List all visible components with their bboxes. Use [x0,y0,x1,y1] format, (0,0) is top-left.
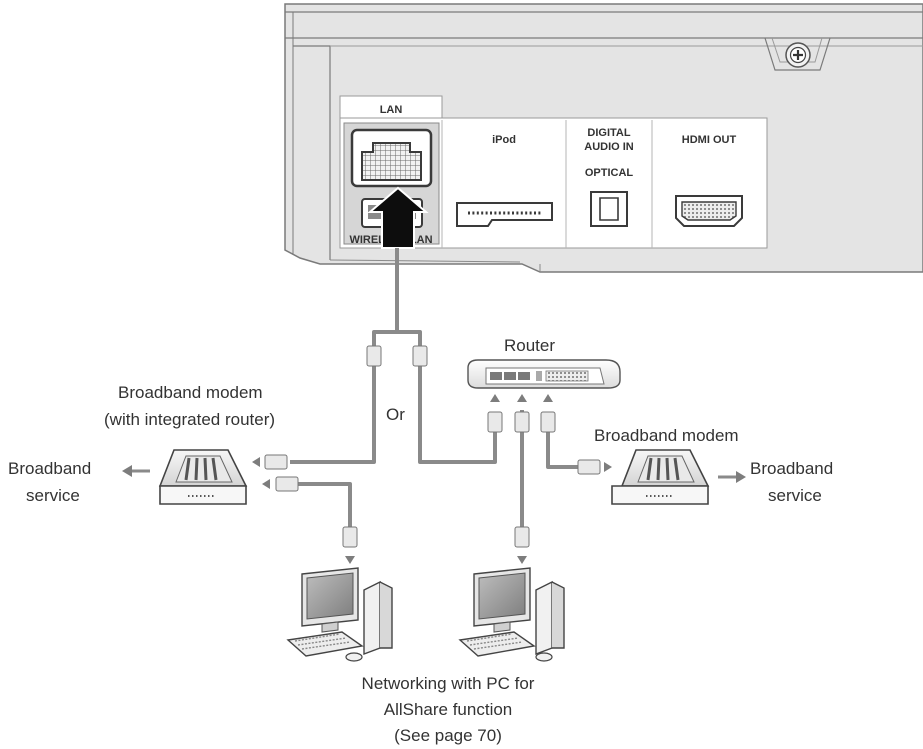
broadband-modem-right-icon [611,449,710,505]
service-left-label-line2: service [26,486,80,505]
lan-port-icon [350,128,433,188]
arrow-up-icon [517,394,527,402]
router-icon [467,359,621,389]
connector-plug-icon [264,454,288,470]
arrow-right-icon [604,462,612,472]
pc-caption-line3: (See page 70) [394,726,502,745]
service-right-label-line2: service [768,486,822,505]
port-label-hdmi-out: HDMI OUT [682,134,737,146]
arrow-down-icon [345,556,355,564]
connector-plug-icon [514,526,530,548]
screw-icon [785,42,811,68]
port-label-optical: OPTICAL [585,167,634,179]
connector-plug-icon [342,526,358,548]
arrow-left-icon [252,457,260,467]
optical-port-icon [590,191,628,227]
service-right-label-line1: Broadband [750,459,833,478]
arrow-left-icon [262,479,270,489]
connector-plug-icon [366,345,382,367]
arrow-right-icon [736,471,746,483]
pc-right-icon [458,567,565,662]
connector-plug-icon [487,411,503,433]
modem-right-label: Broadband modem [594,426,739,445]
service-left-label-line1: Broadband [8,459,91,478]
direction-arrows [122,394,746,564]
port-label-ipod: iPod [492,134,516,146]
cable-connectors [264,345,601,548]
pc-left-icon [286,567,393,662]
arrow-left-icon [122,465,132,477]
pc-caption-line1: Networking with PC for [362,674,535,693]
hdmi-port-icon [675,195,743,227]
connector-plug-icon [275,476,299,492]
connector-plug-icon [540,411,556,433]
port-label-digital: DIGITAL [587,127,630,139]
arrow-up-icon [543,394,553,402]
or-label: Or [386,405,405,424]
cables [290,248,586,535]
connector-plug-icon [514,411,530,433]
arrow-down-icon [517,556,527,564]
modem-integrated-label-line2: (with integrated router) [104,410,275,429]
broadband-modem-left-icon [158,449,248,505]
modem-integrated-label-line1: Broadband modem [118,383,263,402]
player-back-panel: LAN iPod DIGITAL AUDIO IN OPTICAL HDMI O… [284,3,923,273]
port-label-lan: LAN [380,104,403,116]
ipod-port-icon [456,202,553,227]
arrow-up-icon [490,394,500,402]
connector-plug-icon [577,459,601,475]
connector-plug-icon [412,345,428,367]
router-label: Router [504,336,555,355]
pc-caption-line2: AllShare function [384,700,513,719]
port-label-audio-in: AUDIO IN [584,141,634,153]
